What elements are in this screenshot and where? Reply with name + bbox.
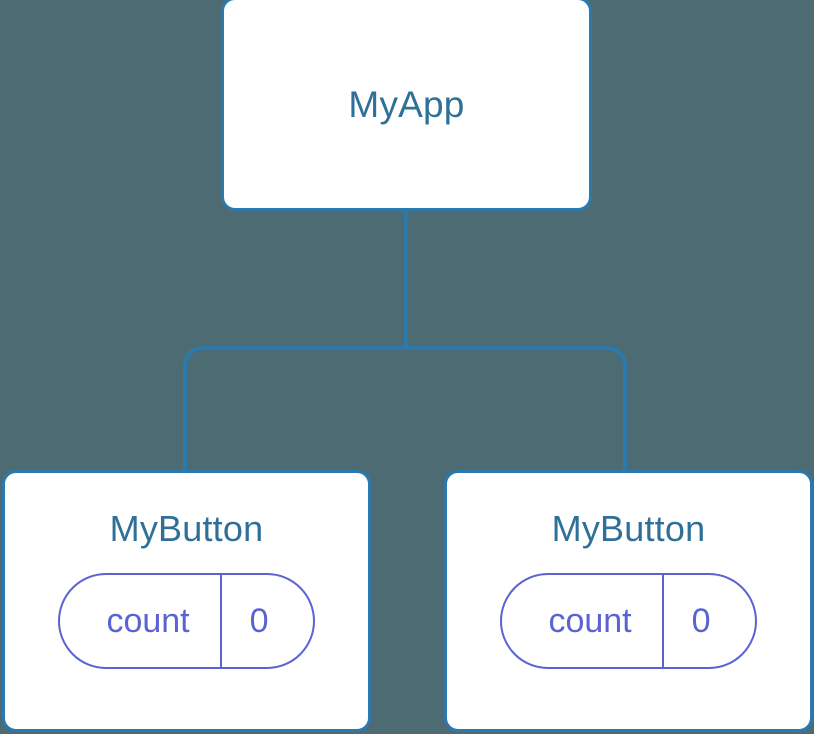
connector-branch xyxy=(183,346,627,470)
node-title-child-1: MyButton xyxy=(109,508,264,549)
node-title-root: MyApp xyxy=(348,83,465,125)
property-divider-child-1 xyxy=(219,575,222,667)
property-key-child-1: count xyxy=(106,602,190,640)
property-value-child-1: 0 xyxy=(249,602,269,640)
property-value-child-2: 0 xyxy=(691,602,711,640)
node-card-root[interactable]: MyApp xyxy=(221,0,592,211)
node-card-child-2[interactable]: MyButton count 0 xyxy=(444,470,813,732)
property-key-child-2: count xyxy=(548,602,632,640)
property-pill-child-1[interactable]: count 0 xyxy=(58,573,315,669)
property-pill-child-2[interactable]: count 0 xyxy=(500,573,757,669)
node-title-child-2: MyButton xyxy=(551,508,706,549)
property-divider-child-2 xyxy=(661,575,664,667)
node-card-child-1[interactable]: MyButton count 0 xyxy=(2,470,371,732)
